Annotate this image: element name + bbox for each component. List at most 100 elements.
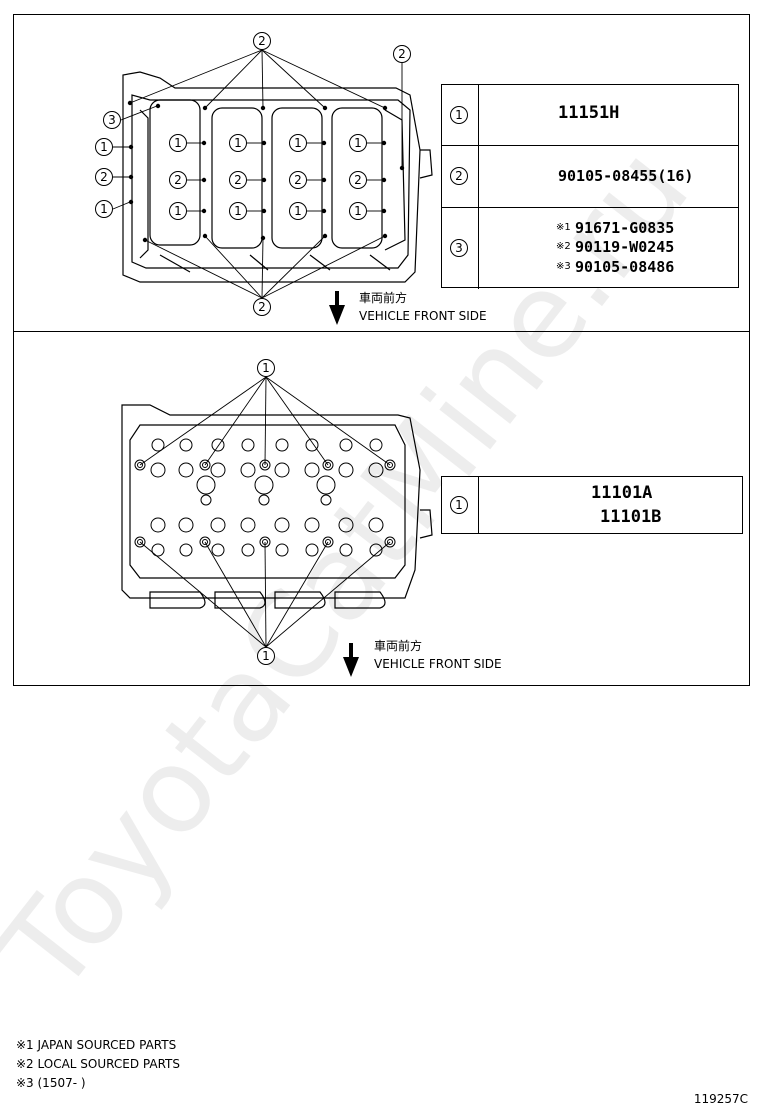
head-hole bbox=[305, 543, 319, 557]
head-hole bbox=[320, 494, 332, 506]
head-hole bbox=[211, 543, 225, 557]
bottom-legend-table: 1 11101A 11101B bbox=[441, 476, 743, 534]
head-hole bbox=[338, 462, 354, 478]
leader-line bbox=[264, 376, 267, 466]
head-hole bbox=[368, 462, 384, 478]
head-hole bbox=[202, 539, 208, 545]
top-legend-table: 1 11151H 2 90105-08455(16) 3 ※1 91671-G0… bbox=[441, 84, 739, 289]
head-hole bbox=[178, 517, 194, 533]
leader-line bbox=[139, 541, 267, 648]
callout-1: 1 bbox=[257, 647, 275, 665]
footnotes: ※1 JAPAN SOURCED PARTS ※2 LOCAL SOURCED … bbox=[16, 1036, 180, 1093]
callout-2: 2 bbox=[289, 171, 307, 189]
head-hole bbox=[211, 438, 225, 452]
bolt-hole bbox=[261, 140, 267, 146]
head-hole bbox=[199, 536, 211, 548]
callout-1: 1 bbox=[169, 202, 187, 220]
part-number: 91671-G0835 bbox=[575, 219, 675, 237]
leader-line bbox=[261, 49, 386, 109]
callout-2: 2 bbox=[229, 171, 247, 189]
part-number: 90119-W0245 bbox=[575, 238, 675, 256]
callout-1: 1 bbox=[349, 202, 367, 220]
part-number: 90105-08486 bbox=[575, 258, 675, 276]
head-hole bbox=[178, 462, 194, 478]
leader-line bbox=[261, 235, 386, 299]
callout-1: 1 bbox=[450, 106, 468, 124]
bolt-hole bbox=[381, 177, 387, 183]
callout-1: 1 bbox=[289, 202, 307, 220]
leader-line bbox=[139, 376, 267, 466]
head-hole bbox=[369, 438, 383, 452]
leader-line bbox=[264, 541, 267, 648]
head-hole bbox=[210, 517, 226, 533]
head-hole bbox=[150, 462, 166, 478]
head-hole bbox=[199, 459, 211, 471]
head-hole bbox=[151, 543, 165, 557]
leader-line bbox=[265, 376, 391, 466]
head-hole bbox=[241, 438, 255, 452]
leader-line bbox=[204, 541, 267, 648]
leader-line bbox=[265, 541, 391, 648]
head-hole bbox=[339, 543, 353, 557]
head-hole bbox=[254, 475, 274, 495]
bolt-hole bbox=[128, 199, 134, 205]
part-number: 90105-08455(16) bbox=[558, 167, 694, 185]
leader-line bbox=[261, 235, 326, 299]
head-hole bbox=[325, 462, 331, 468]
head-hole bbox=[304, 462, 320, 478]
callout-2: 2 bbox=[450, 167, 468, 185]
head-hole bbox=[210, 462, 226, 478]
head-hole bbox=[387, 462, 393, 468]
head-hole bbox=[304, 517, 320, 533]
footnote: ※1 JAPAN SOURCED PARTS bbox=[16, 1038, 177, 1052]
callout-2: 2 bbox=[253, 32, 271, 50]
front-label-en: VEHICLE FRONT SIDE bbox=[374, 657, 502, 671]
bolt-hole bbox=[128, 174, 134, 180]
bolt-hole bbox=[155, 103, 161, 109]
head-hole bbox=[240, 462, 256, 478]
figure-code: 119257C bbox=[693, 1092, 748, 1106]
head-hole bbox=[339, 438, 353, 452]
note-mark: ※3 bbox=[556, 261, 571, 272]
head-hole bbox=[322, 459, 334, 471]
bolt-hole bbox=[128, 144, 134, 150]
note-mark: ※2 bbox=[556, 241, 571, 252]
head-hole bbox=[316, 475, 336, 495]
head-hole bbox=[275, 438, 289, 452]
legend-row-2: 2 90105-08455(16) bbox=[442, 145, 738, 207]
leader-line bbox=[120, 105, 158, 121]
head-hole bbox=[202, 462, 208, 468]
leader-line bbox=[144, 239, 263, 299]
callout-3: 3 bbox=[103, 111, 121, 129]
legend-row-3: 3 ※1 91671-G0835 ※2 90119-W0245 ※3 90105… bbox=[442, 207, 738, 289]
footnote: ※3 (1507- ) bbox=[16, 1076, 86, 1090]
head-hole bbox=[258, 494, 270, 506]
head-hole bbox=[338, 517, 354, 533]
front-label-jp: 車両前方 bbox=[374, 639, 423, 653]
leader-line bbox=[261, 49, 264, 109]
callout-2: 2 bbox=[253, 298, 271, 316]
callout-2: 2 bbox=[95, 168, 113, 186]
front-arrow-bottom bbox=[343, 643, 359, 677]
head-hole bbox=[305, 438, 319, 452]
head-hole bbox=[137, 462, 143, 468]
callout-1: 1 bbox=[95, 200, 113, 218]
front-arrow-top bbox=[329, 291, 345, 325]
head-hole bbox=[325, 539, 331, 545]
bolt-hole bbox=[381, 208, 387, 214]
head-hole bbox=[274, 517, 290, 533]
callout-2: 2 bbox=[393, 45, 411, 63]
callout-1: 1 bbox=[229, 202, 247, 220]
bolt-hole bbox=[261, 208, 267, 214]
callout-1: 1 bbox=[289, 134, 307, 152]
callout-1: 1 bbox=[257, 359, 275, 377]
head-hole bbox=[241, 543, 255, 557]
callout-1: 1 bbox=[95, 138, 113, 156]
bolt-hole bbox=[321, 140, 327, 146]
part-number: 11101A bbox=[591, 483, 653, 503]
leader-line bbox=[129, 49, 263, 104]
leader-line bbox=[112, 201, 131, 210]
head-hole bbox=[150, 517, 166, 533]
head-hole bbox=[200, 494, 212, 506]
